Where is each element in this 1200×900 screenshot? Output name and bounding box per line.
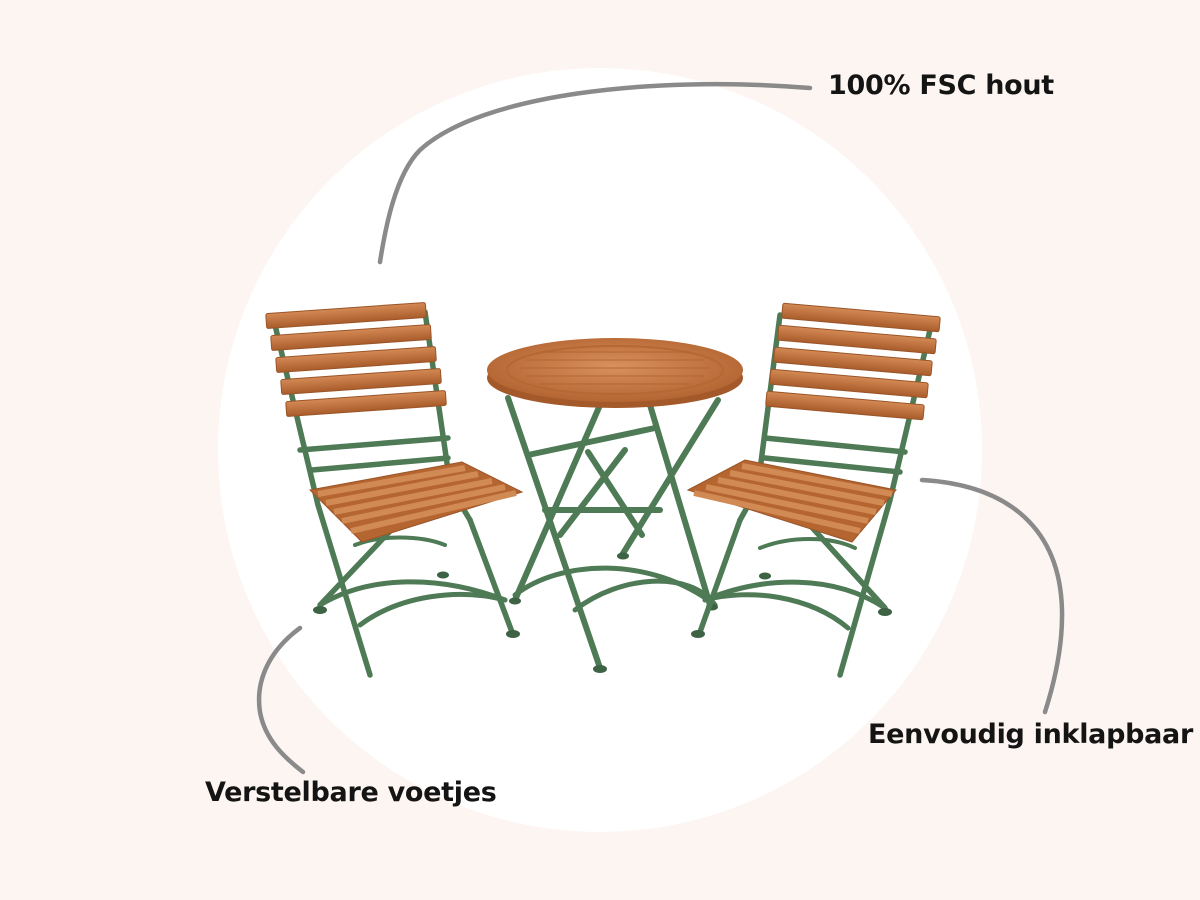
label-adjustable-feet: Verstelbare voetjes [205, 777, 497, 808]
callout-lines [256, 81, 1065, 775]
callout-line-feet [256, 625, 306, 775]
callout-line-wood [377, 81, 813, 265]
folding-chair-left [265, 302, 524, 678]
label-easy-folding: Eenvoudig inklapbaar [868, 719, 1193, 750]
folding-chair-right [686, 302, 941, 678]
callout-line-folding [919, 477, 1065, 715]
spotlight-circle [218, 68, 982, 832]
label-fsc-wood: 100% FSC hout [828, 70, 1054, 101]
bistro-table [487, 338, 743, 673]
